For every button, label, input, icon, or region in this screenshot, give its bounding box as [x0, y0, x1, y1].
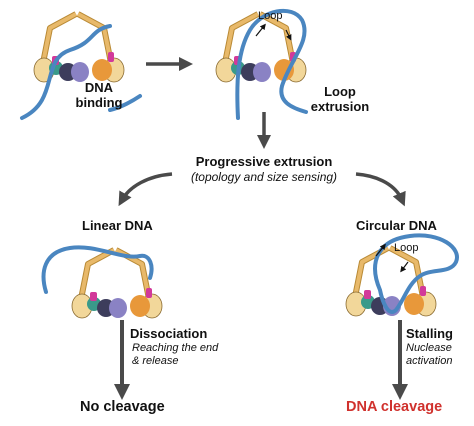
label-linear-dna: Linear DNA	[82, 218, 153, 233]
loop-tag-top: Loop	[258, 10, 283, 22]
complex-circular	[346, 248, 436, 316]
label-loop-extrusion: Loop extrusion	[300, 84, 380, 114]
label-nuclease-activation: Nuclease activation	[406, 342, 452, 368]
dna-strand-binding	[20, 24, 112, 120]
dna-circular-loop	[373, 233, 459, 314]
label-topology-size: (topology and size sensing)	[190, 170, 338, 184]
arrow-to-circular	[355, 172, 406, 207]
label-dna-binding-line2: binding	[75, 95, 123, 110]
label-dna-binding: DNA binding	[64, 80, 134, 110]
dna-linear-strand	[41, 245, 154, 294]
label-reaching-end: Reaching the end & release	[132, 342, 218, 368]
label-loop-extrusion-line1: Loop	[324, 84, 356, 99]
label-stalling: Stalling	[406, 326, 453, 341]
label-nuclease-line2: activation	[406, 355, 453, 367]
dna-strand-binding-tail	[108, 94, 142, 112]
label-reaching-end-line1: Reaching the end	[132, 342, 219, 354]
outcome-dna-cleavage: DNA cleavage	[346, 399, 443, 415]
label-circular-dna: Circular DNA	[356, 218, 437, 233]
label-dna-binding-line1: DNA	[84, 80, 114, 95]
dna-loop-top	[235, 9, 308, 120]
outcome-no-cleavage: No cleavage	[80, 399, 165, 415]
label-loop-extrusion-line2: extrusion	[310, 99, 370, 114]
label-dissociation: Dissociation	[130, 326, 208, 341]
label-nuclease-line1: Nuclease	[406, 342, 452, 354]
arrow-to-linear	[118, 172, 173, 207]
complex-loop-extrusion	[216, 14, 306, 82]
label-reaching-end-line2: & release	[132, 355, 179, 367]
loop-tag-circular: Loop	[394, 242, 419, 254]
label-progressive-extrusion: Progressive extrusion	[195, 154, 333, 169]
